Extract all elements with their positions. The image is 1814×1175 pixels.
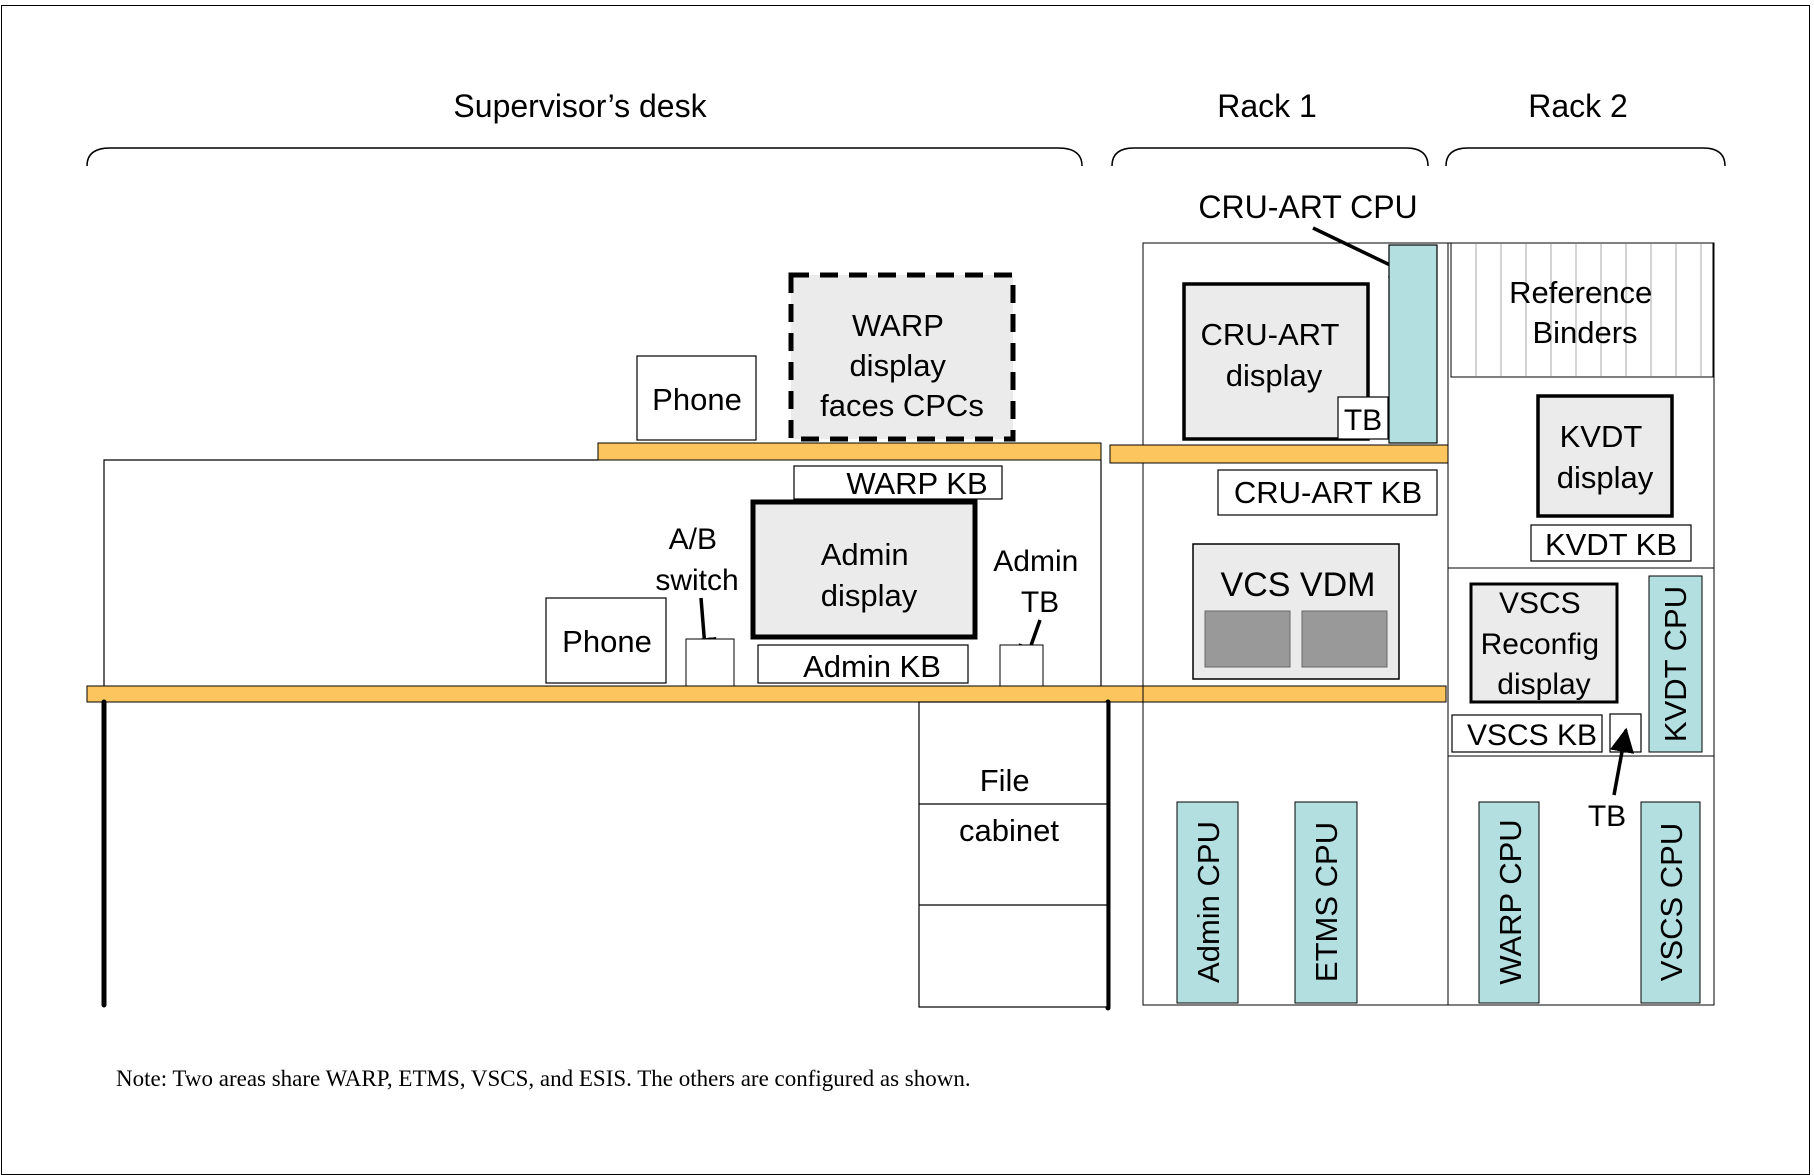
kvdt-cpu — [1648, 575, 1703, 753]
rack-1-brace — [1111, 147, 1429, 167]
admin-tb-label: Admin TB — [993, 545, 1086, 619]
admin-display-label: Admin display — [821, 537, 918, 613]
phone-bottom — [545, 597, 667, 684]
rack-2-tb-arrow — [1609, 727, 1635, 796]
admin-cpu — [1176, 801, 1239, 1004]
rack-2-brace — [1445, 147, 1726, 167]
vscs-cpu-label: VSCS CPU — [1654, 823, 1689, 981]
reference-binders — [1450, 242, 1714, 378]
rack-2-header: Rack 2 — [1528, 88, 1628, 124]
rack-1-tb-label: TB — [1344, 404, 1382, 437]
rack-1-header: Rack 1 — [1217, 88, 1317, 124]
vscs-kb-label: VSCS KB — [1467, 719, 1597, 752]
hutch-outline — [103, 459, 598, 686]
kvdt-kb-label: KVDT KB — [1545, 527, 1677, 562]
rack-1-tb — [1337, 396, 1389, 440]
rack-2-vscs-section — [1447, 567, 1715, 757]
vscs-cpu — [1640, 801, 1701, 1004]
file-cabinet — [918, 701, 1108, 1008]
warp-cpu-label: WARP CPU — [1493, 819, 1528, 984]
ab-switch-label: A/B switch — [655, 523, 738, 597]
phone-top-label: Phone — [652, 382, 742, 417]
phone-top — [636, 355, 757, 441]
admin-kb — [757, 644, 969, 684]
admin-display — [750, 499, 978, 640]
footnote: Note: Two areas share WARP, ETMS, VSCS, … — [116, 1066, 971, 1091]
cru-art-display-label: CRU-ART display — [1201, 317, 1348, 393]
vscs-kb — [1451, 714, 1603, 753]
vscs-reconfig-display-label: VSCS Reconfig display — [1481, 587, 1608, 701]
etms-cpu-label: ETMS CPU — [1309, 822, 1344, 982]
kvdt-display-label: KVDT display — [1557, 419, 1654, 495]
admin-cpu-label: Admin CPU — [1191, 821, 1226, 983]
warp-kb-label: WARP KB — [846, 466, 987, 501]
desk-upper-shelf — [597, 442, 1102, 461]
kvdt-cpu-label: KVDT CPU — [1658, 586, 1693, 742]
vcs-vdm-screen-left — [1204, 610, 1291, 668]
cru-art-kb — [1217, 469, 1438, 516]
admin-kb-label: Admin KB — [803, 649, 941, 684]
vcs-vdm-label: VCS VDM — [1221, 566, 1376, 604]
etms-cpu — [1294, 801, 1358, 1004]
reference-binders-label: Reference Binders — [1509, 275, 1661, 350]
supervisors-desk-header: Supervisor’s desk — [453, 88, 707, 124]
file-cabinet-label: File cabinet — [959, 763, 1059, 848]
desk-top — [86, 685, 1447, 703]
phone-bottom-label: Phone — [562, 624, 652, 659]
kvdt-kb — [1530, 524, 1692, 562]
cru-art-kb-label: CRU-ART KB — [1234, 475, 1422, 510]
ab-switch — [685, 638, 735, 688]
admin-tb — [999, 644, 1044, 688]
warp-kb — [793, 465, 1003, 500]
vscs-reconfig-display — [1469, 582, 1619, 704]
cru-art-cpu-label: CRU-ART CPU — [1198, 189, 1417, 225]
rack-2-tb-label: TB — [1588, 800, 1626, 833]
warp-display-label: WARP display faces CPCs — [820, 308, 984, 423]
cru-art-display — [1182, 282, 1370, 441]
kvdt-display — [1536, 394, 1674, 518]
warp-display — [788, 272, 1016, 442]
vcs-vdm-screen-right — [1301, 610, 1388, 668]
warp-cpu — [1478, 801, 1540, 1004]
cru-art-cpu — [1388, 244, 1438, 444]
desk-brace — [86, 147, 1083, 167]
rack-1-shelf — [1109, 444, 1449, 464]
